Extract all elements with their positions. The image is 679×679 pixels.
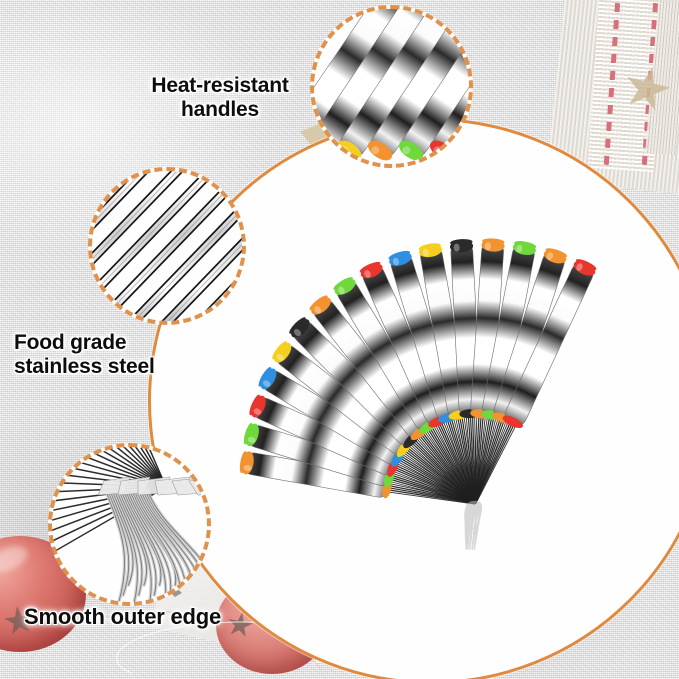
whisk-fan	[239, 238, 597, 550]
callout-heat-resistant-handles	[310, 5, 473, 168]
callout-smooth-outer-edge	[48, 443, 211, 606]
callout-food-grade-steel	[88, 167, 246, 325]
packet-mark	[170, 588, 182, 597]
callout-wires-art	[92, 171, 242, 321]
label-smooth-outer-edge: Smooth outer edge	[24, 604, 222, 629]
callout-edge-art	[52, 447, 207, 602]
callout-handles-art	[314, 9, 469, 161]
